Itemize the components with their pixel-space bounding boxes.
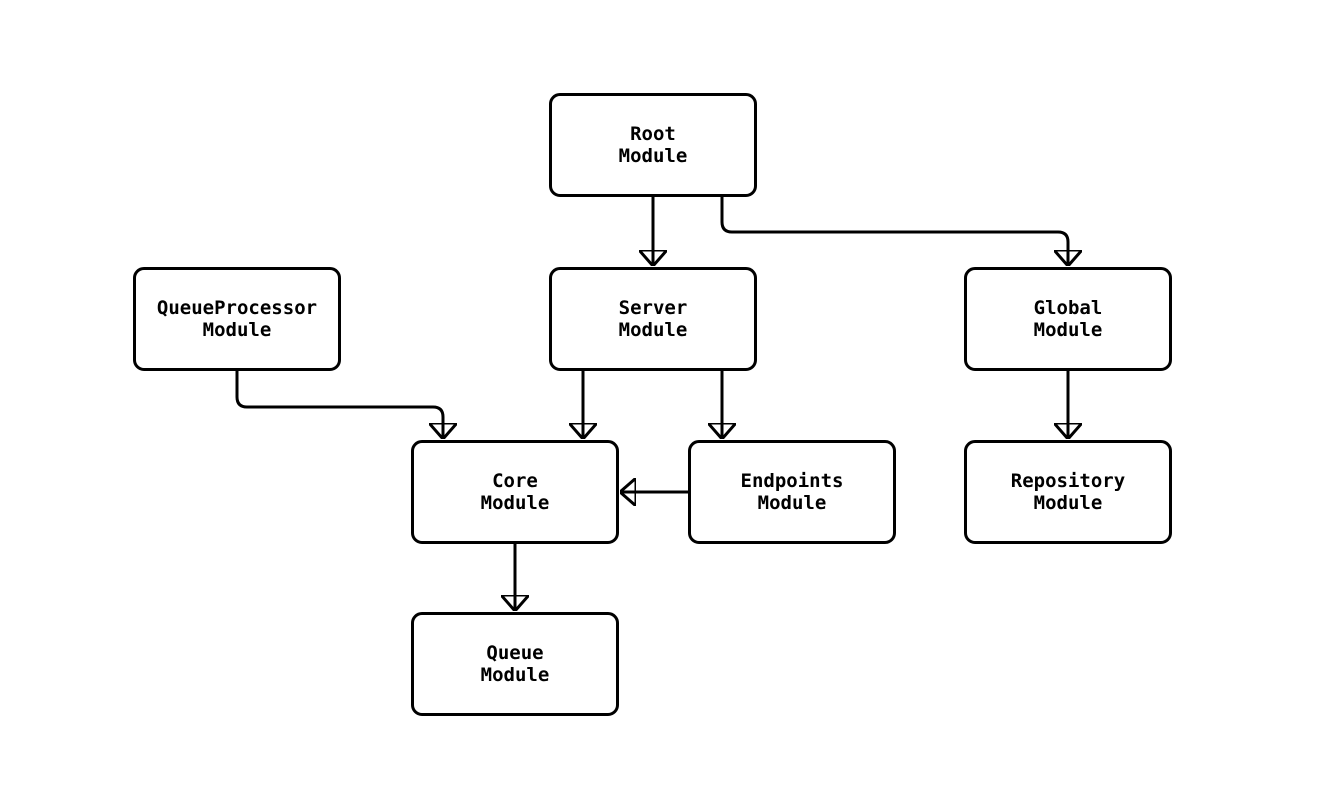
node-label: Core Module bbox=[480, 470, 550, 514]
node-label: Queue Module bbox=[480, 642, 550, 686]
node-global-module: Global Module bbox=[964, 267, 1172, 371]
node-label: Root Module bbox=[618, 123, 688, 167]
node-server-module: Server Module bbox=[549, 267, 757, 371]
node-repository-module: Repository Module bbox=[964, 440, 1172, 544]
node-label: Server Module bbox=[618, 297, 688, 341]
node-queue-module: Queue Module bbox=[411, 612, 619, 716]
node-label: Global Module bbox=[1033, 297, 1103, 341]
edge-queueprocessor-module-to-core-module bbox=[235, 371, 443, 437]
node-label: Endpoints Module bbox=[740, 470, 844, 514]
node-label: QueueProcessor Module bbox=[156, 297, 318, 341]
edge-root-module-to-global-module bbox=[720, 197, 1068, 264]
node-queueprocessor-module: QueueProcessor Module bbox=[133, 267, 341, 371]
node-label: Repository Module bbox=[1010, 470, 1126, 514]
node-core-module: Core Module bbox=[411, 440, 619, 544]
node-root-module: Root Module bbox=[549, 93, 757, 197]
node-endpoints-module: Endpoints Module bbox=[688, 440, 896, 544]
